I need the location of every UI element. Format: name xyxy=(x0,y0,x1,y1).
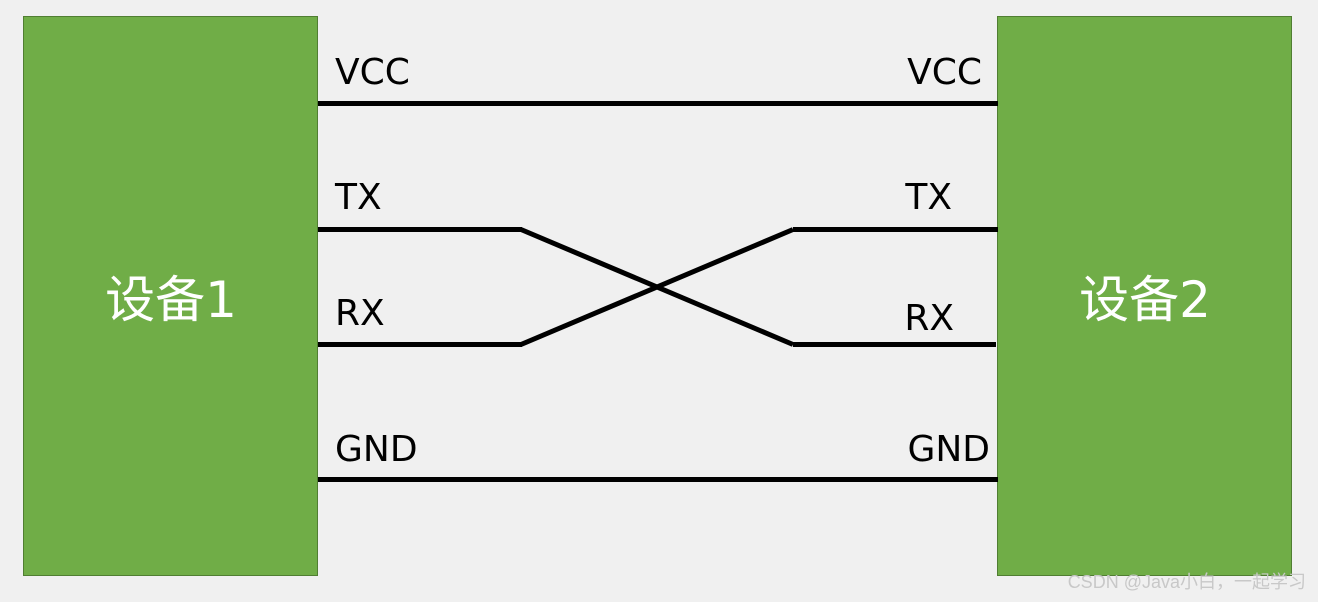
device-1-label: 设备1 xyxy=(105,271,237,329)
csdn-watermark: CSDN @Java小白，一起学习 xyxy=(1067,572,1306,592)
vcc-wire xyxy=(318,101,998,106)
rx-to-tx-line xyxy=(520,227,794,347)
left-rx-label: RX xyxy=(335,293,385,334)
right-vcc-label: VCC xyxy=(907,52,982,93)
left-vcc-label: VCC xyxy=(335,52,410,93)
right-tx-stub xyxy=(793,227,998,232)
gnd-wire xyxy=(318,477,998,482)
left-gnd-label: GND xyxy=(335,429,418,470)
left-rx-stub xyxy=(318,342,522,347)
device-2-label: 设备2 xyxy=(1079,271,1211,329)
right-rx-label: RX xyxy=(904,298,954,339)
left-tx-stub xyxy=(318,227,522,232)
right-rx-stub xyxy=(793,342,996,347)
right-gnd-label: GND xyxy=(907,429,990,470)
device-1-box xyxy=(23,16,318,576)
right-tx-label: TX xyxy=(905,177,952,218)
device-2-box xyxy=(997,16,1292,576)
left-tx-label: TX xyxy=(335,177,382,218)
tx-to-rx-line xyxy=(520,227,794,347)
